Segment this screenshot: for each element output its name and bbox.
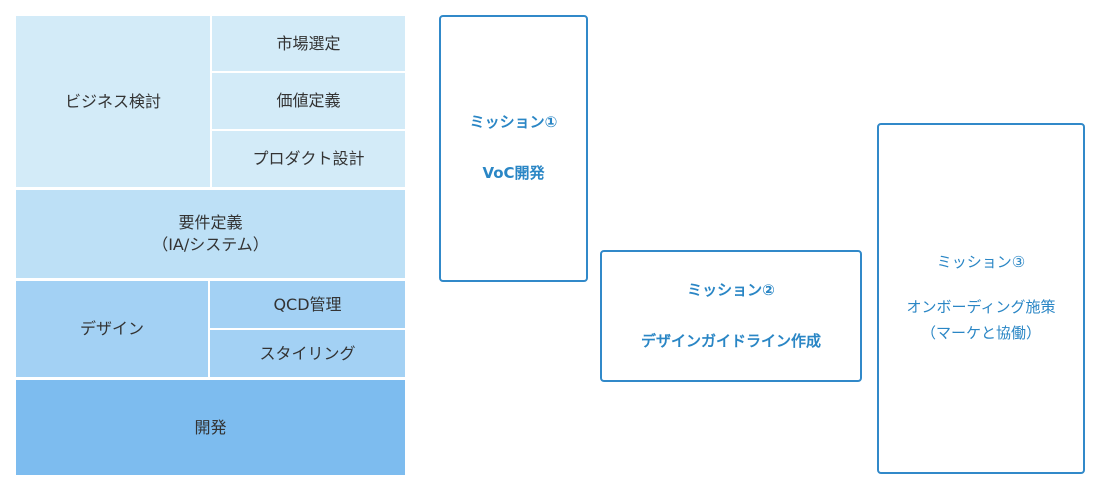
mission-2-title: ミッション②	[687, 280, 775, 299]
requirements-label: 要件定義 （IA/システム）	[152, 213, 269, 254]
mission-3-subtitle: オンボーディング施策 （マーケと協働）	[906, 298, 1056, 342]
mission-2-subtitle: デザインガイドライン作成	[640, 331, 821, 350]
development-block: 開発	[16, 380, 405, 475]
mission-1-title: ミッション①	[469, 113, 558, 131]
mission-2-box: ミッション② デザインガイドライン作成	[600, 250, 862, 382]
design-block: デザイン	[16, 281, 208, 377]
design-label: デザイン	[79, 319, 144, 338]
styling-cell: スタイリング	[210, 330, 405, 377]
qcd-management-cell: QCD管理	[210, 281, 405, 328]
product-design-label: プロダクト設計	[252, 149, 365, 168]
market-selection-cell: 市場選定	[212, 16, 405, 71]
mission-3-box: ミッション③ オンボーディング施策 （マーケと協働）	[877, 123, 1085, 474]
requirements-block: 要件定義 （IA/システム）	[16, 190, 405, 278]
product-design-cell: プロダクト設計	[212, 131, 405, 187]
qcd-management-label: QCD管理	[273, 294, 342, 314]
business-study-label: ビジネス検討	[64, 91, 161, 111]
development-label: 開発	[194, 417, 227, 437]
mission-1-box: ミッション① VoC開発	[439, 15, 588, 282]
value-definition-cell: 価値定義	[212, 73, 405, 129]
styling-label: スタイリング	[259, 343, 356, 363]
mission-1-subtitle: VoC開発	[482, 164, 545, 182]
business-study-block: ビジネス検討	[16, 16, 210, 187]
mission-3-title: ミッション③	[936, 253, 1026, 271]
market-selection-label: 市場選定	[276, 33, 341, 53]
value-definition-label: 価値定義	[276, 91, 341, 110]
